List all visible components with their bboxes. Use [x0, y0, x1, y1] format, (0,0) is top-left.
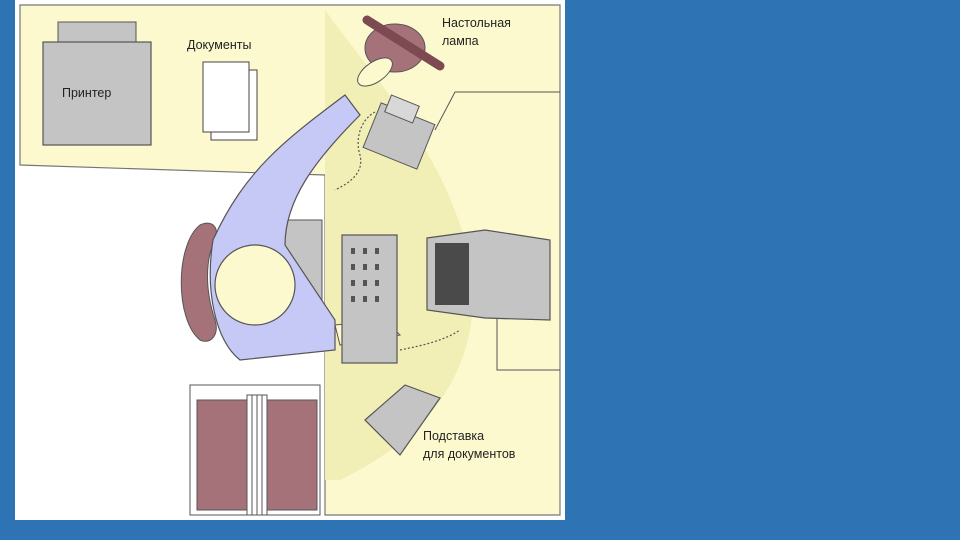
documents: [202, 61, 258, 141]
printer: [42, 21, 152, 146]
telephone: [362, 94, 436, 170]
document-holder-label-line2: для документов: [423, 447, 516, 461]
documents-label: Документы: [187, 38, 251, 52]
keyboard: [341, 234, 398, 364]
workplace-diagram: Принтер Документы Настольная лампа: [19, 4, 561, 516]
desk-lamp-label-line1: Настольная: [442, 16, 511, 30]
filing-cabinet: [189, 384, 321, 516]
document-holder: [364, 384, 441, 456]
monitor-pointer-line: [496, 318, 560, 371]
phone-cord: [334, 111, 376, 191]
printer-label: Принтер: [62, 86, 111, 100]
desk-lamp-label-line2: лампа: [442, 34, 479, 48]
monitor: [426, 229, 551, 321]
pointer-line: [434, 91, 560, 131]
document-holder-label-line1: Подставка: [423, 429, 484, 443]
workplace-illustration: Принтер Документы Настольная лампа: [15, 0, 565, 520]
